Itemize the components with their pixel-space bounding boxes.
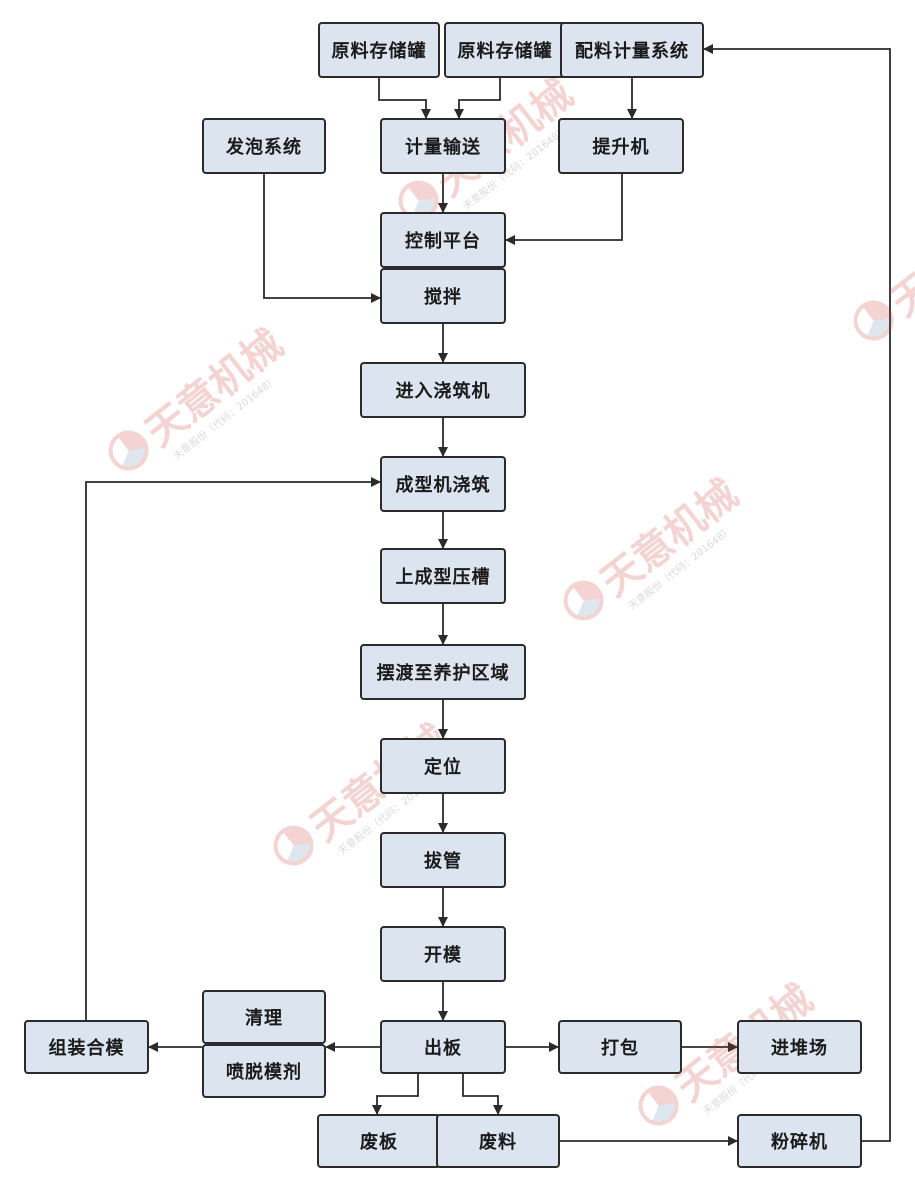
node-crusher: 粉碎机: [737, 1114, 862, 1168]
edge-assembly-to-forming: [85, 477, 381, 1020]
node-packing: 打包: [558, 1020, 682, 1074]
edge-boardout-to-wasteboard: [372, 1074, 419, 1115]
node-waste-board: 废板: [317, 1114, 441, 1168]
edge-elevator-to-control: [505, 174, 623, 245]
node-mold-opening: 开模: [380, 926, 506, 982]
edge-foaming-to-mixing: [263, 174, 381, 303]
edge-tank2-to-metering: [454, 78, 501, 119]
edge-crusher-to-batching: [703, 44, 891, 1142]
node-ferry-curing: 摆渡至养护区域: [360, 644, 526, 700]
node-spray-release-agent: 喷脱模剂: [202, 1044, 326, 1098]
node-control-platform: 控制平台: [380, 212, 506, 268]
node-foaming-system: 发泡系统: [202, 118, 326, 174]
node-assembly-mold: 组装合模: [24, 1020, 149, 1074]
node-raw-tank-2: 原料存储罐: [444, 22, 566, 78]
edge-boardout-to-wastematerial: [462, 1074, 503, 1115]
node-enter-yard: 进堆场: [737, 1020, 862, 1074]
node-pipe-pulling: 拔管: [380, 832, 506, 888]
node-forming-pouring: 成型机浇筑: [380, 456, 506, 512]
node-enter-pouring-machine: 进入浇筑机: [360, 362, 526, 418]
node-waste-material: 废料: [436, 1114, 560, 1168]
node-cleaning: 清理: [202, 990, 326, 1044]
node-positioning: 定位: [380, 738, 506, 794]
node-raw-tank-1: 原料存储罐: [318, 22, 440, 78]
node-mixing: 搅拌: [380, 268, 506, 324]
node-batching-system: 配料计量系统: [560, 22, 704, 78]
node-upper-forming-groove: 上成型压槽: [380, 548, 506, 604]
node-metering-conveying: 计量输送: [380, 118, 506, 174]
node-board-out: 出板: [380, 1020, 506, 1074]
node-elevator: 提升机: [558, 118, 684, 174]
edge-tank1-to-metering: [378, 78, 431, 119]
